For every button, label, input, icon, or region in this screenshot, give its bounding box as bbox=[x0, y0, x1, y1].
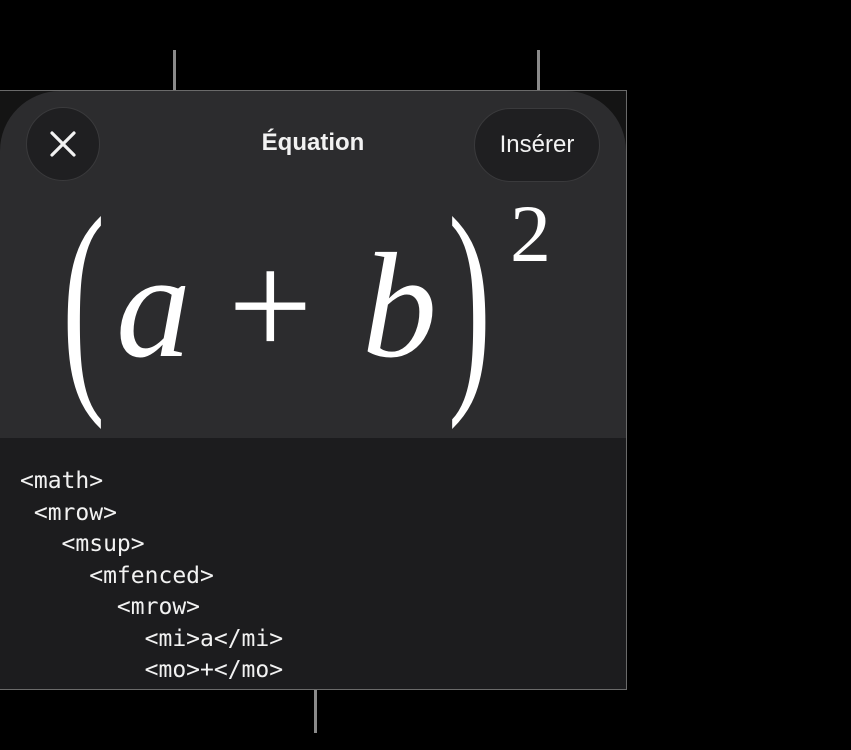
code-line: <math> bbox=[20, 468, 104, 494]
callout-line-insert bbox=[537, 50, 540, 108]
code-line: <mrow> bbox=[20, 594, 201, 620]
mathml-code-editor[interactable]: <math> <mrow> <msup> <mfenced> <mrow> <m… bbox=[20, 466, 283, 687]
variable-b: b bbox=[362, 223, 437, 389]
close-button[interactable] bbox=[26, 107, 100, 181]
code-line: <mrow> bbox=[20, 499, 117, 526]
insert-button-label: Insérer bbox=[499, 131, 575, 158]
equation-preview-area: Équation Insérer ( a + b ) 2 bbox=[0, 91, 626, 438]
code-line: <msup> bbox=[20, 531, 145, 557]
dialog-title: Équation bbox=[261, 129, 365, 156]
close-parenthesis: ) bbox=[448, 170, 492, 430]
equation-dialog: Équation Insérer ( a + b ) 2 <math> <mro… bbox=[0, 90, 627, 690]
code-line: <mi>a</mi> bbox=[20, 625, 284, 652]
code-line: <mo>+</mo> bbox=[20, 657, 284, 683]
insert-button[interactable]: Insérer bbox=[474, 108, 600, 182]
open-parenthesis: ( bbox=[62, 170, 106, 430]
code-line: <mfenced> bbox=[20, 562, 214, 589]
variable-a: a bbox=[116, 223, 191, 389]
exponent-2: 2 bbox=[510, 188, 551, 279]
plus-operator: + bbox=[228, 223, 313, 389]
close-icon bbox=[50, 131, 76, 157]
equation-rendering: ( a + b ) 2 bbox=[0, 183, 626, 431]
callout-line-code bbox=[314, 683, 317, 733]
